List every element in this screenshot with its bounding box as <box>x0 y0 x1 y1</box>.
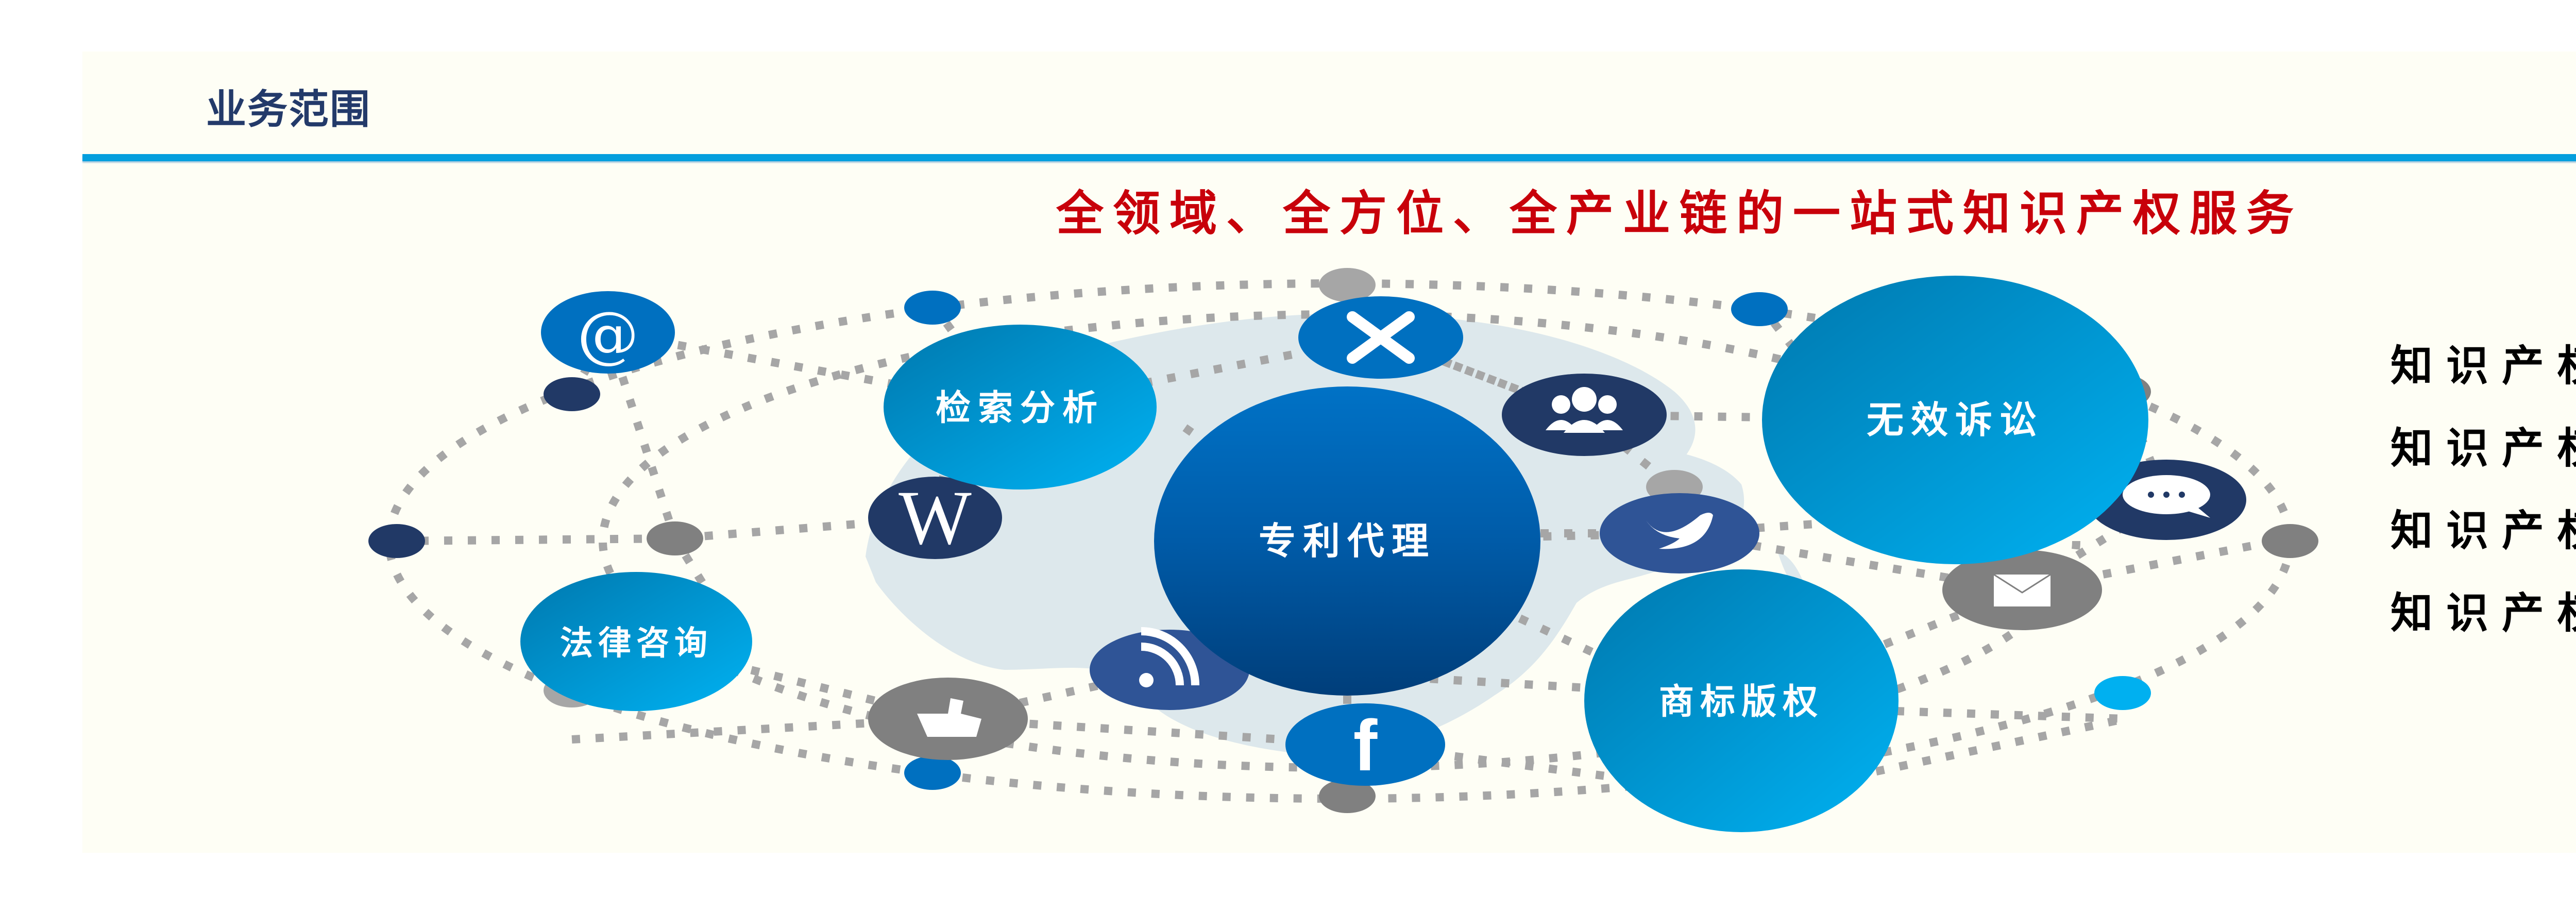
svg-text:@: @ <box>577 299 639 370</box>
page-title: 业务范围 <box>206 87 371 133</box>
wordpress-icon: W <box>868 475 1002 561</box>
service-item: 知识产权战略与咨询 <box>2391 588 2576 638</box>
dot <box>647 521 703 555</box>
node-patent-agency: 专利代理 <box>1154 386 1540 696</box>
node-legal-consulting: 法律咨询 <box>520 572 752 711</box>
dot <box>2094 676 2151 710</box>
at-sign-icon: @ <box>541 291 675 374</box>
node-invalidation-litigation: 无效诉讼 <box>1762 276 2148 564</box>
svg-text:f: f <box>1353 705 1378 786</box>
node-trademark-copyright: 商标版权 <box>1584 569 1899 832</box>
header-divider <box>82 154 2576 161</box>
facebook-icon: f <box>1285 703 1445 786</box>
svg-text:专利代理: 专利代理 <box>1259 519 1436 563</box>
rss-icon <box>1090 627 1249 710</box>
dot <box>368 524 425 558</box>
svg-text:检索分析: 检索分析 <box>936 387 1105 429</box>
node-search-analysis: 检索分析 <box>884 325 1157 490</box>
people-icon <box>1502 374 1667 456</box>
service-item: 知识产权检索与分析 <box>2391 424 2576 473</box>
twitter-icon <box>1600 493 1759 573</box>
dot <box>1731 292 1788 326</box>
dot <box>2262 524 2318 558</box>
dot <box>1319 779 1376 813</box>
svg-text:法律咨询: 法律咨询 <box>560 624 713 663</box>
svg-text:W: W <box>899 475 972 561</box>
dot <box>544 377 600 411</box>
dot <box>1319 268 1376 302</box>
thumbs-up-icon <box>868 678 1028 760</box>
dot <box>904 756 961 790</box>
svg-text:商标版权: 商标版权 <box>1659 681 1824 722</box>
wrench-screwdriver-icon <box>1298 296 1463 379</box>
service-item: 知识产权维护与诉讼 <box>2391 506 2576 555</box>
mail-icon <box>1942 550 2102 630</box>
slide-subtitle: 全领域、全方位、全产业链的一站式知识产权服务 <box>1056 185 2303 241</box>
service-item: 知识产权注册与申请 <box>2391 341 2576 391</box>
services-list: 知识产权注册与申请 知识产权检索与分析 知识产权维护与诉讼 知识产权战略与咨询 <box>2391 335 2576 665</box>
dot <box>904 291 961 325</box>
svg-text:无效诉讼: 无效诉讼 <box>1867 398 2044 442</box>
